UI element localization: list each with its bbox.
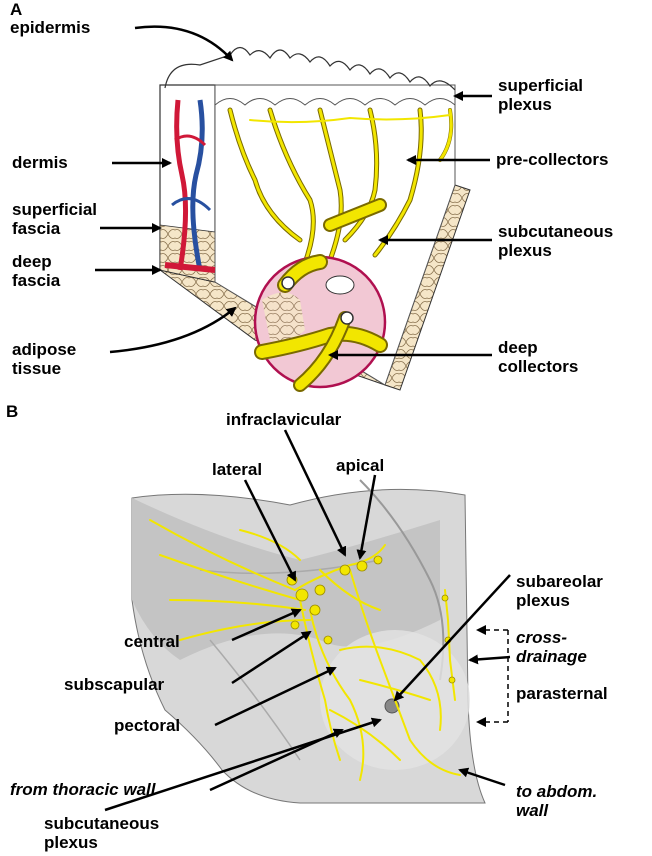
panel-a-letter: A [10,0,23,19]
label-subcutaneous-plexus-1: subcutaneous [498,222,614,241]
label-deep-collectors-2: collectors [498,357,579,376]
label-superficial-plexus-1: superficial [498,76,584,95]
label-cross-drainage-1: cross- [516,628,568,647]
label-deep-collectors-1: deep [498,338,538,357]
label-dermis: dermis [12,153,68,172]
label-subscapular: subscapular [64,675,165,694]
label-to-abdom-1: to abdom. [516,782,598,801]
label-central: central [124,632,180,651]
label-apical: apical [336,456,385,475]
label-infraclavicular: infraclavicular [226,410,342,429]
label-subcutaneous-plexus-2: plexus [498,241,552,260]
label-lateral: lateral [212,460,263,479]
label-subcutaneous-plexus-b-2: plexus [44,833,98,852]
label-deep-fascia-1: deep [12,252,52,271]
label-subareolar-1: subareolar [516,572,603,591]
label-pre-collectors: pre-collectors [496,150,609,169]
label-subareolar-2: plexus [516,591,570,610]
anatomy-illustration-b [131,479,486,804]
label-cross-drainage-2: drainage [516,647,587,666]
label-adipose-tissue-2: tissue [12,359,62,378]
label-superficial-fascia-2: fascia [12,219,61,238]
magnifier-inset [253,254,388,392]
panel-b-arrows [104,429,511,812]
lymph-network-b [149,519,461,781]
label-epidermis: epidermis [10,18,91,37]
label-superficial-plexus-2: plexus [498,95,552,114]
label-from-thoracic-wall: from thoracic wall [10,780,156,799]
cross-drainage-bracket [476,625,509,727]
label-parasternal: parasternal [516,684,608,703]
panel-b-letter: B [6,402,19,421]
label-superficial-fascia-1: superficial [12,200,98,219]
label-subcutaneous-plexus-b-1: subcutaneous [44,814,160,833]
panel-a-arrows [95,25,492,360]
label-deep-fascia-2: fascia [12,271,61,290]
lymph-nodes-b [286,555,456,684]
label-adipose-tissue-1: adipose [12,340,77,359]
label-to-abdom-2: wall [516,801,549,820]
label-pectoral: pectoral [114,716,181,735]
